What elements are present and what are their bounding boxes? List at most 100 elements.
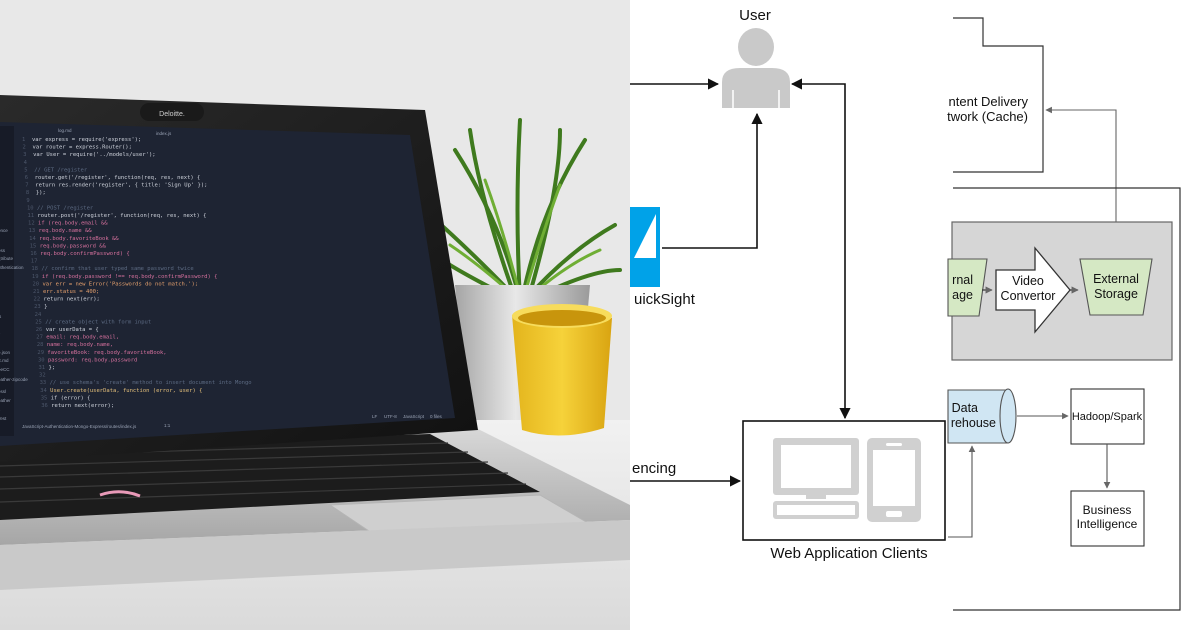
data-warehouse-line2: rehouse xyxy=(951,416,996,430)
arrow-user-webclients xyxy=(790,78,851,420)
editor-tab-log[interactable]: log.md xyxy=(58,128,72,133)
code-line-number: 1 xyxy=(22,137,25,143)
sidebar-file-item[interactable]: ess xyxy=(0,248,6,253)
bi-label-line1: Business xyxy=(1083,503,1132,517)
code-line-text: req.body.confirmPassword) { xyxy=(40,251,129,257)
code-line-text: return res.render('register', { title: '… xyxy=(35,183,207,189)
business-intelligence-box xyxy=(1070,490,1145,547)
sidebar-file-item[interactable]: E.md xyxy=(0,358,9,363)
sidebar-file-item[interactable]: eather-zipcode xyxy=(0,377,28,382)
code-line-text: // confirm that user typed same password… xyxy=(41,266,193,272)
code-line-number: 30 xyxy=(38,357,45,363)
laptop-photo: Deloitte. log.md index.js ence ess _tribut… xyxy=(0,0,630,630)
code-line-text: err.status = 400; xyxy=(43,289,99,295)
source-storage-box: rnal age xyxy=(947,258,988,317)
code-line-text: req.body.password && xyxy=(40,243,107,249)
code-line-text: // POST /register xyxy=(37,205,94,211)
code-line-number: 27 xyxy=(36,335,43,341)
bi-label-line2: Intelligence xyxy=(1077,517,1138,531)
code-line-number: 10 xyxy=(27,205,34,211)
sidebar-file-item[interactable]: e.json xyxy=(0,350,11,355)
data-warehouse-line1: Data xyxy=(952,401,978,415)
code-line-text: // create object with form input xyxy=(45,319,151,325)
code-line-number: 2 xyxy=(23,145,26,151)
code-line-text: var router = express.Router(); xyxy=(33,145,132,151)
code-line-number: 15 xyxy=(30,243,37,249)
code-line-text: // GET /register xyxy=(34,167,88,173)
hadoop-spark-box xyxy=(1070,388,1145,445)
cdn-label-line2: twork (Cache) xyxy=(947,109,1028,124)
code-line-number: 3 xyxy=(23,152,26,158)
content-delivery-network-box: ntent Delivery twork (Cache) xyxy=(947,17,1044,173)
web-clients-label: Web Application Clients xyxy=(770,545,927,562)
code-line-number: 28 xyxy=(37,342,44,348)
quicksight-logo-icon xyxy=(630,207,660,287)
code-line-number: 33 xyxy=(40,380,47,386)
code-line-number: 18 xyxy=(31,266,38,272)
code-line-number: 4 xyxy=(24,160,28,166)
source-storage-line1: rnal xyxy=(952,273,973,287)
code-line-number: 34 xyxy=(40,388,47,394)
code-line-number: 12 xyxy=(28,221,35,227)
sidebar-file-item[interactable]: eeCC xyxy=(0,367,10,372)
code-line-number: 26 xyxy=(36,327,43,333)
code-line-number: 9 xyxy=(26,198,29,204)
code-line-text: router.get('/register', function(req, re… xyxy=(35,175,201,181)
user-person-icon xyxy=(722,28,790,108)
code-line-number: 16 xyxy=(30,251,37,257)
external-storage-box: External Storage xyxy=(1079,258,1153,316)
sidebar-file-item[interactable]: _tribute xyxy=(0,256,14,261)
code-line-text: password: req.body.password xyxy=(48,357,137,363)
video-convertor-line2: Convertor xyxy=(1001,289,1056,303)
external-storage-line2: Storage xyxy=(1094,287,1138,301)
code-line-number: 19 xyxy=(32,274,39,280)
yellow-cup xyxy=(512,308,612,436)
code-line-text: if (error) { xyxy=(51,395,91,401)
code-line-number: 36 xyxy=(41,403,48,409)
code-line-number: 13 xyxy=(29,228,36,234)
sidebar-file-item[interactable]: Test xyxy=(0,416,7,421)
code-line-text: var userData = { xyxy=(46,327,99,333)
code-line-number: 8 xyxy=(26,190,29,196)
status-encoding: UTF-8 xyxy=(384,414,397,419)
code-line-text: }); xyxy=(36,190,46,196)
code-line-text: var express = require('express'); xyxy=(32,137,141,143)
arrow-quicksight-user xyxy=(662,112,763,249)
code-line-number: 5 xyxy=(24,167,27,173)
sidebar-file-item[interactable]: ence xyxy=(0,228,8,233)
arrow-storage-cdn xyxy=(1045,106,1117,258)
sidebar-file-item[interactable]: js xyxy=(0,314,2,319)
code-line-text: name: req.body.name, xyxy=(47,342,113,348)
code-line-text: return next(error); xyxy=(51,403,114,409)
code-line-text: req.body.name && xyxy=(39,228,93,234)
outer-connector-line xyxy=(953,187,1181,611)
code-line-text: }; xyxy=(49,365,56,371)
status-language: JavaScript xyxy=(403,414,425,419)
code-line-number: 21 xyxy=(33,289,40,295)
sequencing-label: encing xyxy=(632,460,676,477)
user-label: User xyxy=(739,7,771,24)
code-line-number: 7 xyxy=(25,183,28,189)
code-line-text: } xyxy=(44,304,47,310)
code-line-text: favoriteBook: req.body.favoriteBook, xyxy=(47,350,166,356)
architecture-diagram: User uickSight ntent Delivery twork (Cac… xyxy=(630,0,1200,630)
code-line-text: // use schema's 'create' method to inser… xyxy=(50,380,252,386)
code-line-text: if (req.body.email && xyxy=(38,221,108,227)
editor-tab-index[interactable]: index.js xyxy=(156,131,172,136)
code-line-number: 35 xyxy=(41,395,48,401)
data-warehouse-cylinder: Data rehouse xyxy=(947,388,1017,444)
keyboard-icon xyxy=(773,501,859,519)
mobile-phone-icon xyxy=(867,438,921,522)
status-path: JavaScript-Authentication-Mongo-Express/… xyxy=(22,424,137,429)
code-line-number: 17 xyxy=(31,259,38,265)
webcam-brand-label: Deloitte. xyxy=(159,111,185,118)
code-line-text: User.create(userData, function (error, u… xyxy=(50,388,202,394)
sidebar-file-item[interactable]: eather xyxy=(0,398,11,403)
code-line-number: 14 xyxy=(29,236,36,242)
sidebar-file-item[interactable]: uthentication xyxy=(0,265,24,270)
quicksight-label: uickSight xyxy=(634,291,696,308)
code-line-text: email: req.body.email, xyxy=(46,335,119,341)
status-files: 0 files xyxy=(430,414,443,419)
code-line-text: var User = require('../models/user'); xyxy=(33,152,156,158)
